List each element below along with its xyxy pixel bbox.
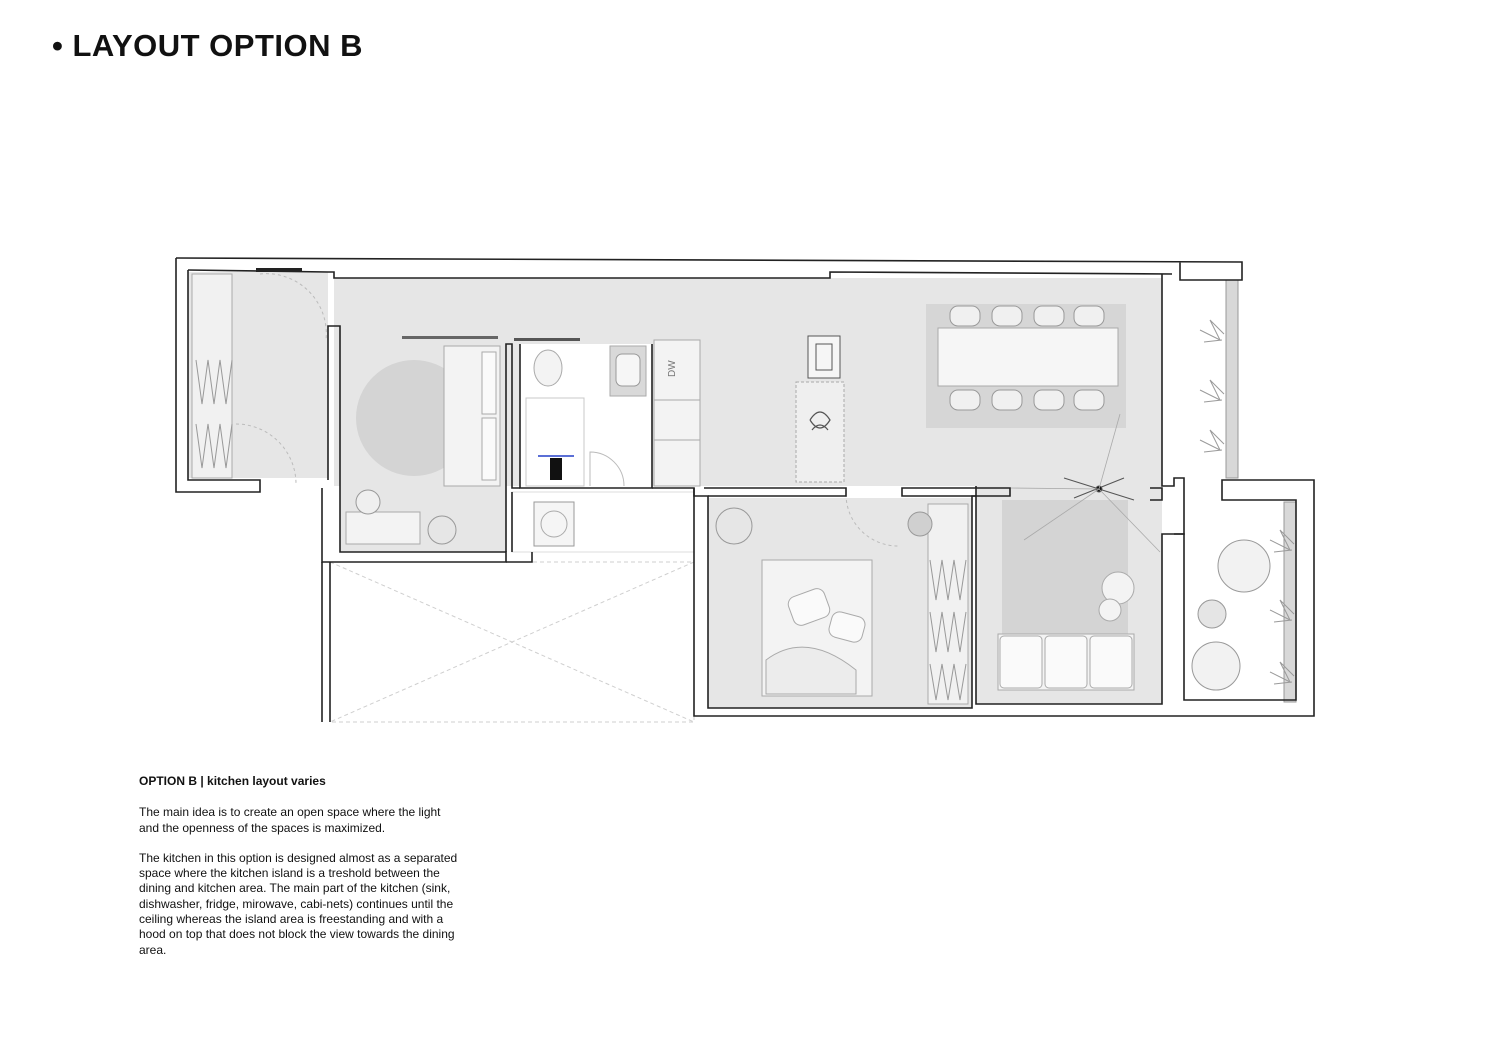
desk [345,511,421,545]
kitchen-island-hood [807,335,841,379]
cooktop-icon [809,411,831,431]
washing-machine-drum [540,510,568,538]
dining-table [937,327,1119,387]
wall-living-right [975,274,1185,705]
description-heading: OPTION B | kitchen layout varies [139,774,326,788]
bedroom [715,493,969,705]
wall-study-bath [505,343,520,552]
washing-machine [533,501,575,547]
outer-wall-left [175,258,261,493]
wall-bathroom [519,344,653,489]
kitchen-sliding-track [514,338,580,341]
entrance-door-swing [259,273,327,341]
laundry-area [511,491,695,553]
entrance-door-frame [256,268,302,272]
sofa-cushion [481,417,497,481]
terrace-planter-top [1225,279,1239,479]
wall-study-left [321,340,507,563]
bathroom-door-swing [589,451,625,487]
terrace-side-table [1197,599,1227,629]
hood-vent [815,343,833,371]
wall-balcony-edge [321,562,331,722]
sofa-seat [999,635,1043,689]
page-title: • LAYOUT OPTION B [52,28,364,63]
terrace [1191,279,1297,703]
round-rug [356,360,472,476]
washbasin [615,353,641,387]
bedroom-wardrobe [927,503,969,705]
wall-kitchen-bottom [652,479,1315,717]
blanket-fold [765,646,857,695]
pillow [787,588,831,626]
dishwasher-label: DW [667,360,678,377]
shower-mixer [550,458,562,480]
hanger-zigzag [195,359,233,469]
sofa-cushion [481,351,497,415]
kitchen-cabinets [653,339,701,487]
bathroom [520,344,652,487]
entrance-wardrobe [191,273,327,485]
wall-entrance-partition [327,325,341,480]
nightstand [907,511,933,537]
wall-right-stub [1150,487,1163,501]
dining-area [926,304,1126,428]
desk-chair [355,489,381,515]
toilet [533,349,563,387]
plant-icon [1199,319,1295,685]
living-room [997,413,1161,691]
kitchen: DW [653,335,845,487]
description-panel: OPTION B | kitchen layout varies The mai… [139,774,459,973]
pillow [828,611,866,643]
floor-plant-icon [427,515,457,545]
wall-living-top [901,487,1011,497]
terrace-pouf [1191,641,1241,691]
study-furniture [345,336,501,545]
balcony-diagonal [329,561,695,723]
wall-laundry [506,492,533,563]
dining-chairs [949,305,1105,411]
bedroom-plant-icon [715,507,753,545]
wall-bedroom-segment [704,487,847,497]
hanger-zigzag [929,559,967,701]
sofa-seat [1044,635,1088,689]
wall-inner-top [187,269,1173,279]
side-table [1098,598,1122,622]
sofa-seat [1089,635,1133,689]
outer-wall-top [175,257,1243,281]
kitchen-island [795,381,845,483]
sliding-door-track [402,336,498,339]
description-paragraph-1: The main idea is to create an open space… [139,805,441,835]
light-direction-lines [1009,413,1161,553]
balcony [329,561,695,723]
walls [175,257,1315,722]
description-paragraph-2: The kitchen in this option is designed a… [139,850,458,957]
terrace-pouf [1217,539,1271,593]
